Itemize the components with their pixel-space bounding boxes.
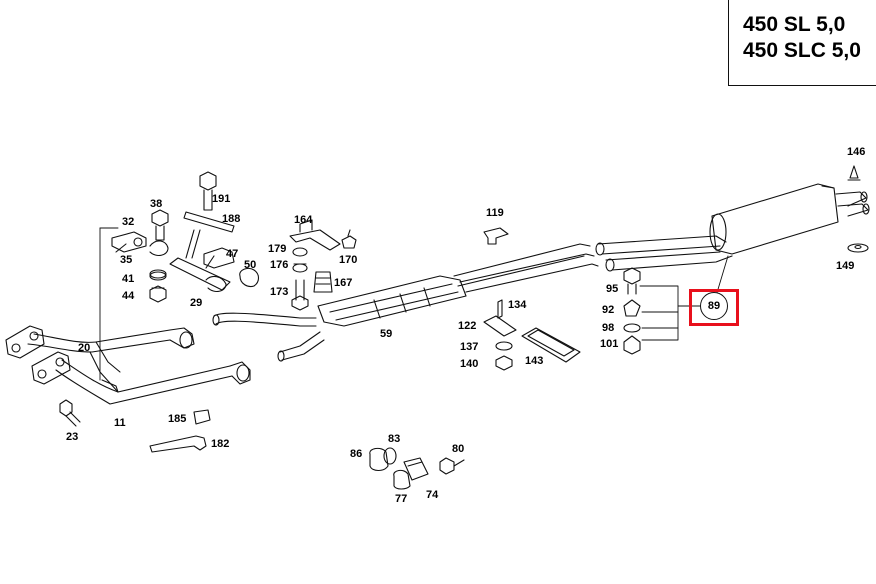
part-label-50[interactable]: 50: [244, 259, 257, 271]
part-label-86[interactable]: 86: [350, 448, 363, 460]
part-label-95[interactable]: 95: [606, 283, 619, 295]
part-label-92[interactable]: 92: [602, 304, 615, 316]
part-label-170[interactable]: 170: [339, 254, 358, 266]
rear-muffler: [595, 183, 870, 297]
part-label-119[interactable]: 119: [486, 207, 504, 219]
front-pipe-assembly: [5, 227, 251, 405]
hanger-parts: [289, 219, 357, 311]
part-label-182[interactable]: 182: [211, 438, 230, 450]
part-label-179[interactable]: 179: [268, 243, 287, 255]
hanger-74-86: [369, 447, 465, 490]
part-label-101[interactable]: 101: [600, 338, 619, 350]
hardware-stack-89: [623, 267, 701, 355]
part-label-140[interactable]: 140: [460, 358, 479, 370]
part-label-122[interactable]: 122: [458, 320, 477, 332]
bolt-23: [59, 399, 81, 427]
part-label-38[interactable]: 38: [150, 198, 163, 210]
model-title-line-1: 450 SL 5,0: [743, 13, 846, 36]
part-label-41[interactable]: 41: [122, 273, 135, 285]
part-label-83[interactable]: 83: [388, 433, 401, 445]
part-label-173[interactable]: 173: [270, 286, 289, 298]
highlight-box-part-89: [689, 289, 739, 326]
middle-pipe-59: [212, 243, 599, 362]
mount-parts: [483, 299, 581, 371]
part-label-98[interactable]: 98: [602, 322, 615, 334]
part-label-59[interactable]: 59: [380, 328, 393, 340]
part-label-164[interactable]: 164: [294, 214, 313, 226]
part-label-176[interactable]: 176: [270, 259, 289, 271]
part-label-80[interactable]: 80: [452, 443, 465, 455]
part-89-callout[interactable]: 89: [700, 292, 728, 320]
part-label-149[interactable]: 149: [836, 260, 855, 272]
part-label-134[interactable]: 134: [508, 299, 527, 311]
part-label-188[interactable]: 188: [222, 213, 241, 225]
clamp-182-185: [149, 409, 211, 453]
part-label-143[interactable]: 143: [525, 355, 544, 367]
part-label-191[interactable]: 191: [212, 193, 231, 205]
bracket-119: [483, 227, 509, 245]
part-label-29[interactable]: 29: [190, 297, 203, 309]
part-label-32[interactable]: 32: [122, 216, 135, 228]
part-label-44[interactable]: 44: [122, 290, 135, 302]
bracket-parts: [169, 171, 260, 293]
part-label-185[interactable]: 185: [168, 413, 187, 425]
mount-146-149: [847, 165, 869, 253]
part-label-137[interactable]: 137: [460, 341, 479, 353]
part-label-47[interactable]: 47: [226, 248, 239, 260]
part-label-146[interactable]: 146: [847, 146, 866, 158]
part-label-35[interactable]: 35: [120, 254, 133, 266]
part-label-74[interactable]: 74: [426, 489, 439, 501]
clamp-parts: [111, 209, 169, 303]
part-label-167[interactable]: 167: [334, 277, 353, 289]
part-label-11[interactable]: 11: [114, 417, 126, 429]
part-label-89: 89: [707, 300, 721, 312]
part-label-20[interactable]: 20: [78, 342, 91, 354]
part-label-23[interactable]: 23: [66, 431, 79, 443]
part-label-77[interactable]: 77: [395, 493, 408, 505]
model-title-box: 450 SL 5,0 450 SLC 5,0: [728, 0, 876, 86]
model-title-line-2: 450 SLC 5,0: [743, 39, 861, 62]
